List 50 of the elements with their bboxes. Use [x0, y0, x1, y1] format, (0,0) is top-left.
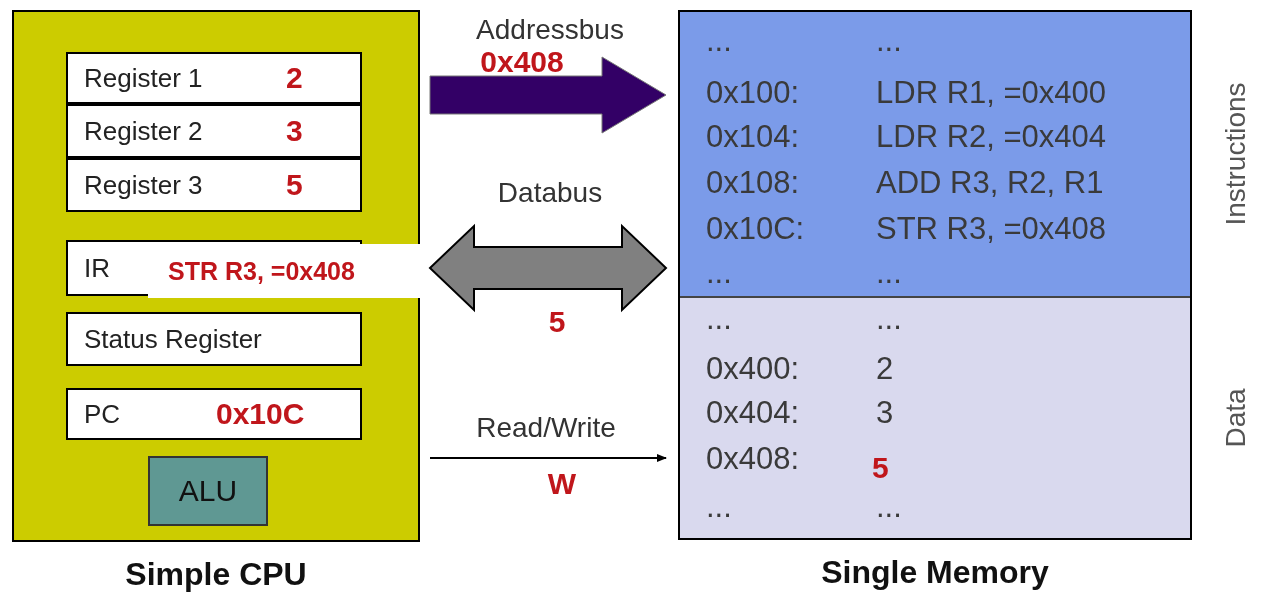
- register-name: Register 3: [84, 169, 203, 201]
- register-value: 2: [286, 61, 303, 95]
- block-title: Simple CPU: [125, 556, 307, 593]
- memory-cell: STR R3, =0x408: [876, 212, 1107, 244]
- alu-box: [148, 456, 268, 526]
- bus-value: W: [547, 469, 577, 499]
- memory-cell: 0x104:: [706, 120, 800, 152]
- memory-cell: ADD R3, R2, R1: [876, 166, 1104, 198]
- register-name: Register 2: [84, 115, 203, 147]
- register-value: STR R3, =0x408: [148, 244, 422, 298]
- memory-cell: ...: [706, 302, 732, 334]
- memory-cell: 0x408:: [706, 442, 800, 474]
- alu-label: ALU: [178, 474, 238, 508]
- memory-cell: 0x404:: [706, 396, 800, 428]
- register-box: [66, 312, 362, 366]
- register-name: PC: [84, 398, 121, 430]
- register-value: 5: [286, 168, 303, 202]
- memory-cell: LDR R1, =0x400: [876, 76, 1107, 108]
- register-box: [66, 104, 362, 158]
- memory-cell: LDR R2, =0x404: [876, 120, 1107, 152]
- memory-cell: 5: [872, 453, 889, 483]
- arrow: [429, 56, 667, 134]
- register-name: IR: [84, 252, 110, 284]
- register-name: Status Register: [84, 323, 262, 355]
- region-label: Instructions: [1220, 82, 1252, 226]
- register-box: [66, 158, 362, 212]
- block-title: Single Memory: [821, 554, 1049, 591]
- memory-cell: ...: [876, 490, 902, 522]
- register-name: Register 1: [84, 62, 203, 94]
- memory-cell: ...: [876, 302, 902, 334]
- double-arrow: [428, 223, 668, 313]
- memory-cell: 0x400:: [706, 352, 800, 384]
- memory-cell: 0x108:: [706, 166, 800, 198]
- memory-cell: 0x100:: [706, 76, 800, 108]
- memory-cell: ...: [876, 256, 902, 288]
- bus-value: 0x408: [480, 47, 564, 77]
- bus-value: 5: [548, 307, 566, 337]
- memory-cell: ...: [706, 256, 732, 288]
- register-value: 0x10C: [216, 397, 305, 431]
- memory-cell: 0x10C:: [706, 212, 805, 244]
- memory-cell: ...: [876, 24, 902, 56]
- memory-cell: 2: [876, 352, 894, 384]
- memory-cell: ...: [706, 24, 732, 56]
- register-box: [66, 388, 362, 440]
- memory-cell: ...: [706, 490, 732, 522]
- register-value: 3: [286, 114, 303, 148]
- register-box: [66, 52, 362, 104]
- arrow: [429, 454, 667, 462]
- region-label: Data: [1220, 388, 1252, 448]
- memory-cell: 3: [876, 396, 894, 428]
